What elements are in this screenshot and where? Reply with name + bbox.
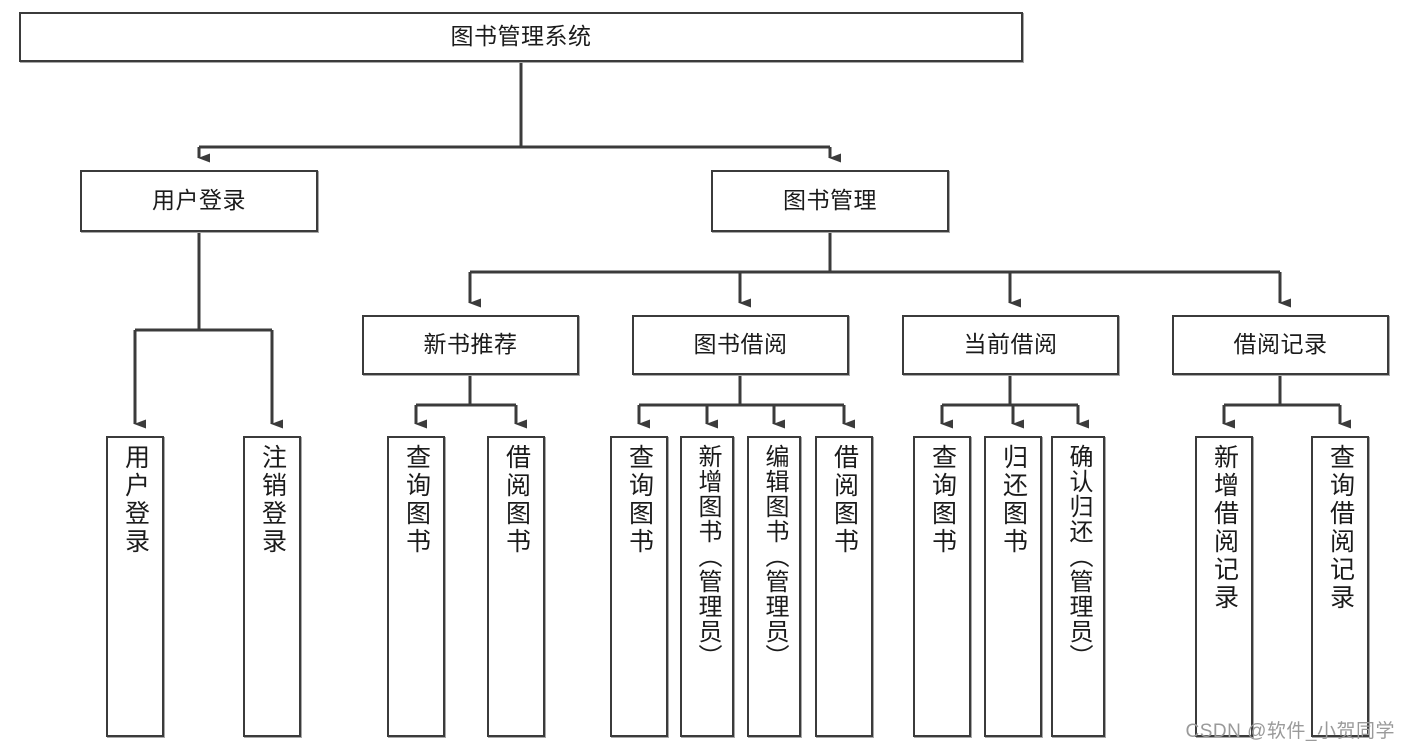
node-user-login[interactable]: 用户登录 [80,170,318,232]
node-leaf-borrow-book-2-label: 借阅图书 [830,444,859,556]
node-leaf-borrow-book-1[interactable]: 借阅图书 [487,436,545,737]
node-borrow-record-label: 借阅记录 [1233,331,1328,358]
node-leaf-query-book-2[interactable]: 查询图书 [610,436,668,737]
node-leaf-query-book-3-label: 查询图书 [928,444,957,556]
node-book-manage[interactable]: 图书管理 [711,170,949,232]
node-leaf-add-record-label: 新增借阅记录 [1210,444,1239,612]
node-user-login-label: 用户登录 [152,187,246,214]
node-book-borrow[interactable]: 图书借阅 [632,315,849,375]
node-leaf-confirm-return[interactable]: 确认归还（管理员） [1051,436,1105,737]
node-leaf-query-book-1[interactable]: 查询图书 [387,436,445,737]
node-leaf-add-record[interactable]: 新增借阅记录 [1195,436,1253,737]
node-new-book-recommend-label: 新书推荐 [423,331,518,358]
node-leaf-query-record[interactable]: 查询借阅记录 [1311,436,1369,737]
node-leaf-query-book-1-label: 查询图书 [402,444,431,556]
node-leaf-edit-book-label: 编辑图书（管理员） [761,444,788,669]
node-new-book-recommend[interactable]: 新书推荐 [362,315,579,375]
node-borrow-record[interactable]: 借阅记录 [1172,315,1389,375]
node-leaf-borrow-book-2[interactable]: 借阅图书 [815,436,873,737]
node-book-borrow-label: 图书借阅 [693,331,788,358]
node-leaf-query-record-label: 查询借阅记录 [1326,444,1355,612]
node-leaf-logout-label: 注销登录 [258,444,287,556]
node-leaf-query-book-3[interactable]: 查询图书 [913,436,971,737]
node-leaf-confirm-return-label: 确认归还（管理员） [1065,444,1092,669]
node-current-borrow[interactable]: 当前借阅 [902,315,1119,375]
node-root-label: 图书管理系统 [450,23,592,50]
node-leaf-add-book-label: 新增图书（管理员） [694,444,721,669]
node-leaf-add-book[interactable]: 新增图书（管理员） [680,436,734,737]
node-leaf-user-login-label: 用户登录 [121,444,150,556]
node-leaf-query-book-2-label: 查询图书 [625,444,654,556]
node-current-borrow-label: 当前借阅 [963,331,1058,358]
node-leaf-edit-book[interactable]: 编辑图书（管理员） [747,436,801,737]
node-leaf-return-book[interactable]: 归还图书 [984,436,1042,737]
node-root[interactable]: 图书管理系统 [19,12,1023,62]
node-leaf-logout[interactable]: 注销登录 [243,436,301,737]
node-leaf-return-book-label: 归还图书 [999,444,1028,556]
node-book-manage-label: 图书管理 [783,187,877,214]
node-leaf-borrow-book-1-label: 借阅图书 [502,444,531,556]
node-leaf-user-login[interactable]: 用户登录 [106,436,164,737]
